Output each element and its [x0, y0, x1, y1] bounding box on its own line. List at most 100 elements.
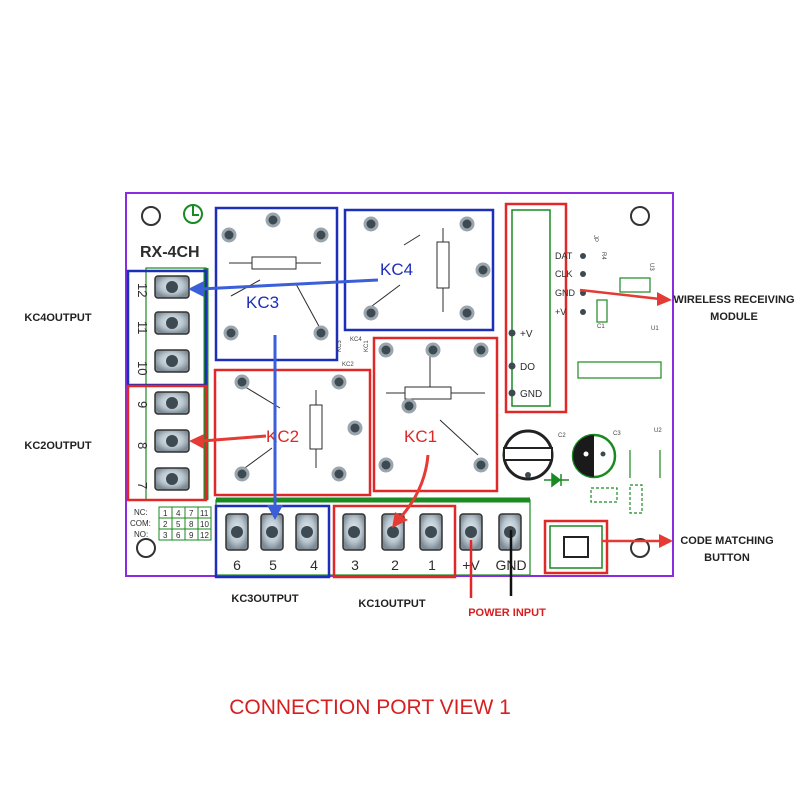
- component-label: C2: [558, 433, 566, 439]
- terminal-number: 11: [135, 321, 150, 335]
- arrow-kc1-head: [392, 512, 408, 528]
- wireless-module-label-line1: WIRELESS RECEIVING: [673, 294, 795, 306]
- relay-pad: [475, 262, 491, 278]
- annotation-arrows: [188, 278, 673, 548]
- terminal-number: 10: [135, 361, 150, 375]
- relay-tag-kc2: KC2: [342, 362, 354, 368]
- header-pin-label: GND: [555, 288, 576, 298]
- terminal-screw: [425, 526, 437, 538]
- terminal-screw: [166, 435, 178, 447]
- terminal-number: 12: [135, 283, 150, 297]
- contact-cell: 7: [189, 509, 194, 518]
- component-label: U1: [651, 326, 659, 332]
- bottom-terminal-screws: [225, 513, 522, 551]
- relay-pad: [331, 466, 347, 482]
- contact-cell: 6: [176, 531, 181, 540]
- relay-tag-kc1: KC1: [364, 340, 370, 352]
- arrow-code-button-head: [659, 534, 673, 548]
- kc4-output-label: KC4OUTPUT: [24, 312, 92, 324]
- relay-pad: [221, 227, 237, 243]
- component-label: U3: [648, 263, 654, 271]
- capacitor-c3: [571, 433, 617, 479]
- terminal-screw: [166, 281, 178, 293]
- terminal-screw: [166, 317, 178, 329]
- contact-table: NC: COM: NO: 1 4 7 11 2 5 8 10 3 6 9 12: [130, 506, 212, 541]
- module-pins: +V DO GND: [508, 329, 542, 400]
- mounting-hole: [630, 206, 650, 226]
- component-labels: C2 C3 U2 U3 JP R4 U1 C1: [558, 235, 662, 439]
- header-pins: DAT CLK GND +V: [555, 251, 586, 317]
- wireless-module-label: WIRELESS RECEIVING MODULE: [670, 292, 798, 326]
- terminal-number: 6: [233, 557, 241, 573]
- page-title: CONNECTION PORT VIEW 1: [229, 696, 511, 719]
- terminal-number: 9: [135, 401, 150, 408]
- relay-pad: [378, 457, 394, 473]
- arrow-kc3-head: [267, 505, 283, 520]
- terminal-number: 8: [135, 442, 150, 449]
- mounting-hole: [630, 538, 650, 558]
- relay-pad: [473, 457, 489, 473]
- component-label: U2: [654, 428, 662, 434]
- relay-pad: [313, 325, 329, 341]
- relay-pad: [459, 216, 475, 232]
- relay-pad: [363, 216, 379, 232]
- contact-cell: 8: [189, 520, 194, 529]
- component-u1: [577, 361, 662, 379]
- relay-tag-kc4: KC4: [350, 337, 362, 343]
- module-pin-label: GND: [520, 389, 542, 400]
- mounting-hole: [136, 538, 156, 558]
- module-pin: [508, 329, 516, 337]
- terminal-number: 2: [391, 557, 399, 573]
- relay-kc2-label: KC2: [266, 427, 299, 446]
- kc1-output-label: KC1OUTPUT: [358, 598, 426, 610]
- module-pin: [508, 362, 516, 370]
- board-model: RX-4CH: [140, 244, 200, 261]
- kc2-output-label: KC2OUTPUT: [24, 440, 92, 452]
- relay-pad: [265, 212, 281, 228]
- code-button-label-line1: CODE MATCHING: [680, 535, 774, 547]
- kc3-output-label: KC3OUTPUT: [231, 593, 299, 605]
- terminal-number: 1: [428, 557, 436, 573]
- relay-kc4-block: [343, 208, 495, 332]
- relay-pad: [347, 420, 363, 436]
- kc1-output-box: [332, 504, 457, 579]
- relay-kc2-block: [213, 368, 372, 497]
- terminal-screw: [166, 397, 178, 409]
- code-button: [549, 525, 603, 569]
- contact-cell: 5: [176, 520, 181, 529]
- wireless-module-inner: [511, 209, 551, 407]
- contact-row-label: NC:: [134, 508, 148, 517]
- module-pin-label: DO: [520, 362, 535, 373]
- code-button-label: CODE MATCHING BUTTON: [672, 533, 782, 567]
- contact-cell: 11: [200, 509, 209, 518]
- arrow-kc2-head: [189, 434, 204, 449]
- relay-pad: [363, 305, 379, 321]
- relay-symbols: [229, 228, 485, 471]
- component-smd: [590, 487, 618, 503]
- component-label: C1: [597, 324, 605, 330]
- mounting-holes: [136, 206, 650, 558]
- contact-cell: 2: [163, 520, 168, 529]
- component-label: JP: [592, 235, 598, 242]
- component-label: C3: [613, 431, 621, 437]
- relay-pad: [234, 374, 250, 390]
- small-components: [577, 277, 662, 514]
- contact-cell: 12: [200, 531, 209, 540]
- header-pin: [580, 309, 586, 315]
- left-terminal-screws: [154, 275, 190, 491]
- relay-pad: [234, 466, 250, 482]
- terminal-number: 3: [351, 557, 359, 573]
- relay-tag-kc3: KC3: [337, 340, 343, 352]
- relay-pad: [425, 342, 441, 358]
- left-terminal-numbers: 12 11 10 9 8 7: [135, 283, 150, 489]
- contact-row-label: COM:: [130, 519, 151, 528]
- terminal-screw: [387, 526, 399, 538]
- code-button-label-line2: BUTTON: [704, 552, 750, 564]
- terminal-screw: [348, 526, 360, 538]
- relay-pad: [401, 398, 417, 414]
- header-pin-label: DAT: [555, 251, 573, 261]
- component-bracket: [629, 450, 661, 478]
- clock-icon: [183, 204, 203, 224]
- arrow-kc4: [199, 278, 379, 291]
